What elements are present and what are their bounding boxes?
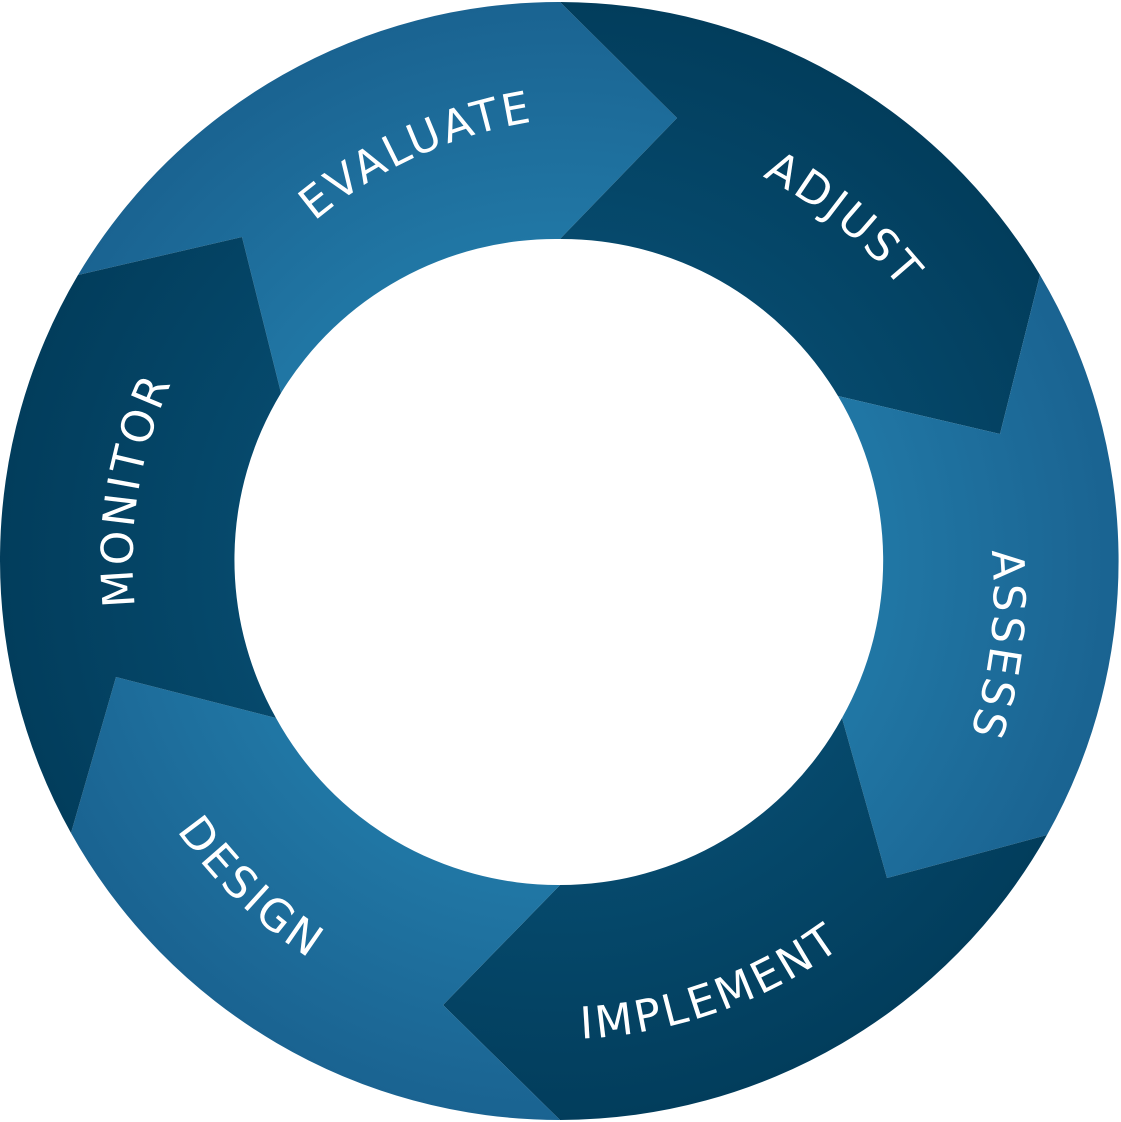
segment-assess — [838, 275, 1119, 878]
segment-adjust — [560, 2, 1040, 434]
segment-implement — [443, 718, 1047, 1120]
segment-monitor — [0, 237, 281, 833]
segment-evaluate — [78, 1, 677, 394]
segment-design — [71, 677, 560, 1120]
